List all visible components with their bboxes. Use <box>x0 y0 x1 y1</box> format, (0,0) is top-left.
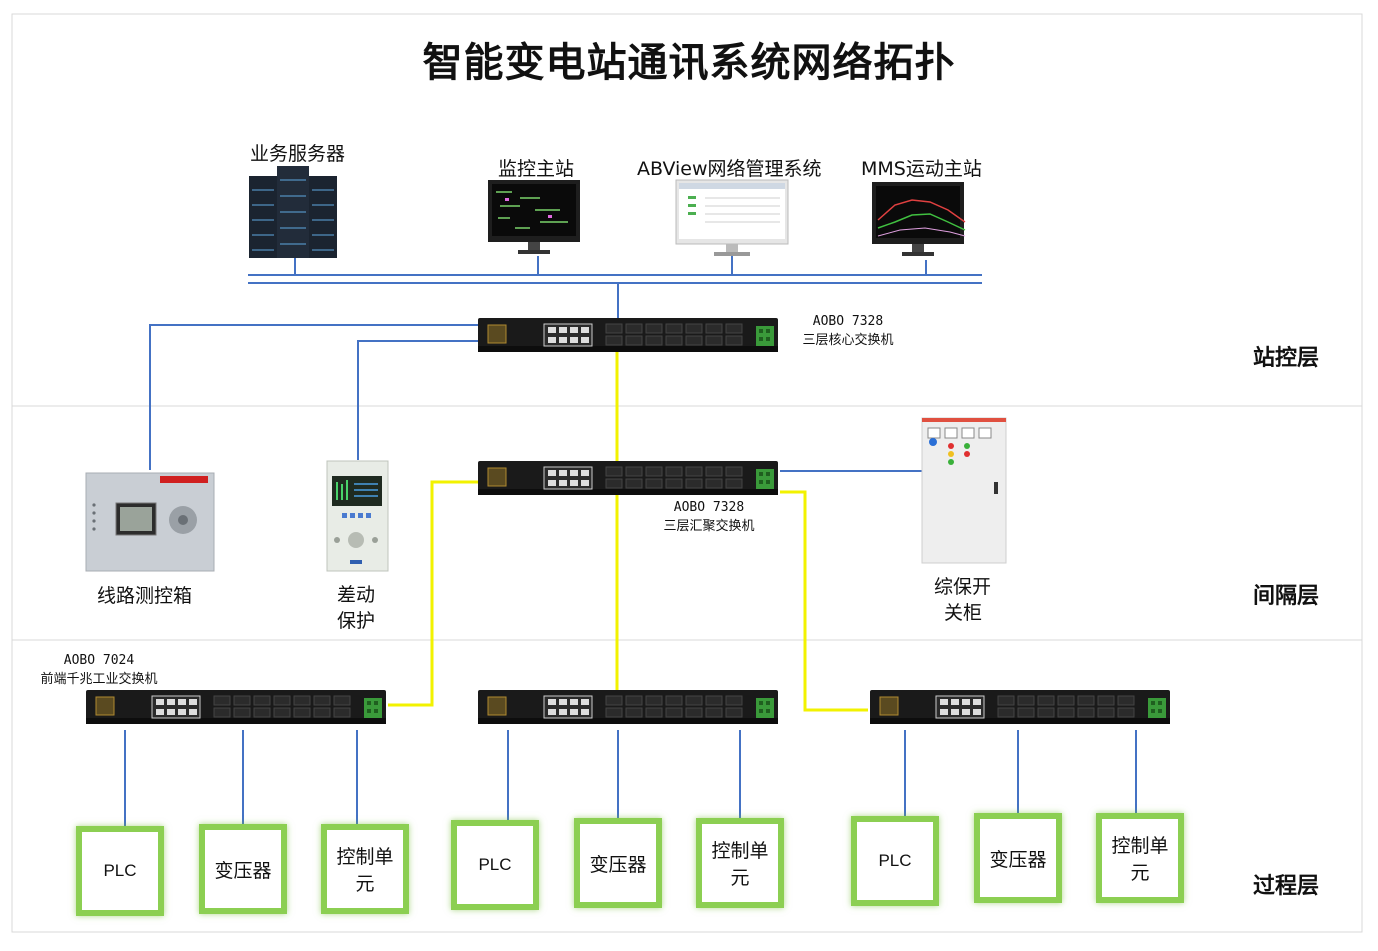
process-device-box: PLC <box>451 820 539 910</box>
monitor-station-graphic <box>488 180 580 254</box>
process-device-box: PLC <box>851 816 939 906</box>
process-device-box: 控制单元 <box>321 824 409 914</box>
diff-protection-label-2: 保护 <box>337 610 376 632</box>
process-device-box: 控制单元 <box>1096 813 1184 903</box>
cabinet-label-1: 综保开 <box>934 576 992 598</box>
line-control-box-label: 线路测控箱 <box>97 585 193 607</box>
core-switch-graphic <box>477 317 779 353</box>
differential-protection-graphic <box>326 460 389 572</box>
process-device-box: 变压器 <box>199 824 287 914</box>
layer-bay: 间隔层 <box>1253 584 1320 609</box>
mms-station-label: MMS运动主站 <box>861 158 982 180</box>
aggregation-switch-graphic <box>477 460 779 496</box>
edge-switch-3-graphic <box>869 689 1171 725</box>
abview-label: ABView网络管理系统 <box>637 158 822 180</box>
agg-switch-desc: 三层汇聚交换机 <box>663 519 755 534</box>
abview-screen-graphic <box>675 179 789 256</box>
process-device-box: 变压器 <box>574 818 662 908</box>
edge-switch-model: AOBO 7024 <box>63 653 135 668</box>
edge-switch-desc: 前端千兆工业交换机 <box>40 672 158 687</box>
cabinet-label-2: 关柜 <box>944 602 983 624</box>
core-switch-desc: 三层核心交换机 <box>802 333 894 348</box>
server-label: 业务服务器 <box>250 143 346 165</box>
switchgear-cabinet-graphic <box>921 417 1007 564</box>
server-rack-graphic <box>249 166 337 258</box>
mms-screen-graphic <box>872 182 966 256</box>
layer-station: 站控层 <box>1253 346 1320 371</box>
line-control-box-graphic <box>85 472 215 572</box>
process-device-box: PLC <box>76 826 164 916</box>
layer-process: 过程层 <box>1253 874 1320 899</box>
process-device-box: 变压器 <box>974 813 1062 903</box>
process-device-box: 控制单元 <box>696 818 784 908</box>
agg-switch-model: AOBO 7328 <box>673 500 745 515</box>
edge-switch-1-graphic <box>85 689 387 725</box>
core-switch-model: AOBO 7328 <box>812 314 884 329</box>
edge-switch-2-graphic <box>477 689 779 725</box>
diagram-title: 智能变电站通讯系统网络拓扑 <box>422 40 956 86</box>
diff-protection-label-1: 差动 <box>337 584 376 606</box>
monitor-station-label: 监控主站 <box>498 158 575 180</box>
